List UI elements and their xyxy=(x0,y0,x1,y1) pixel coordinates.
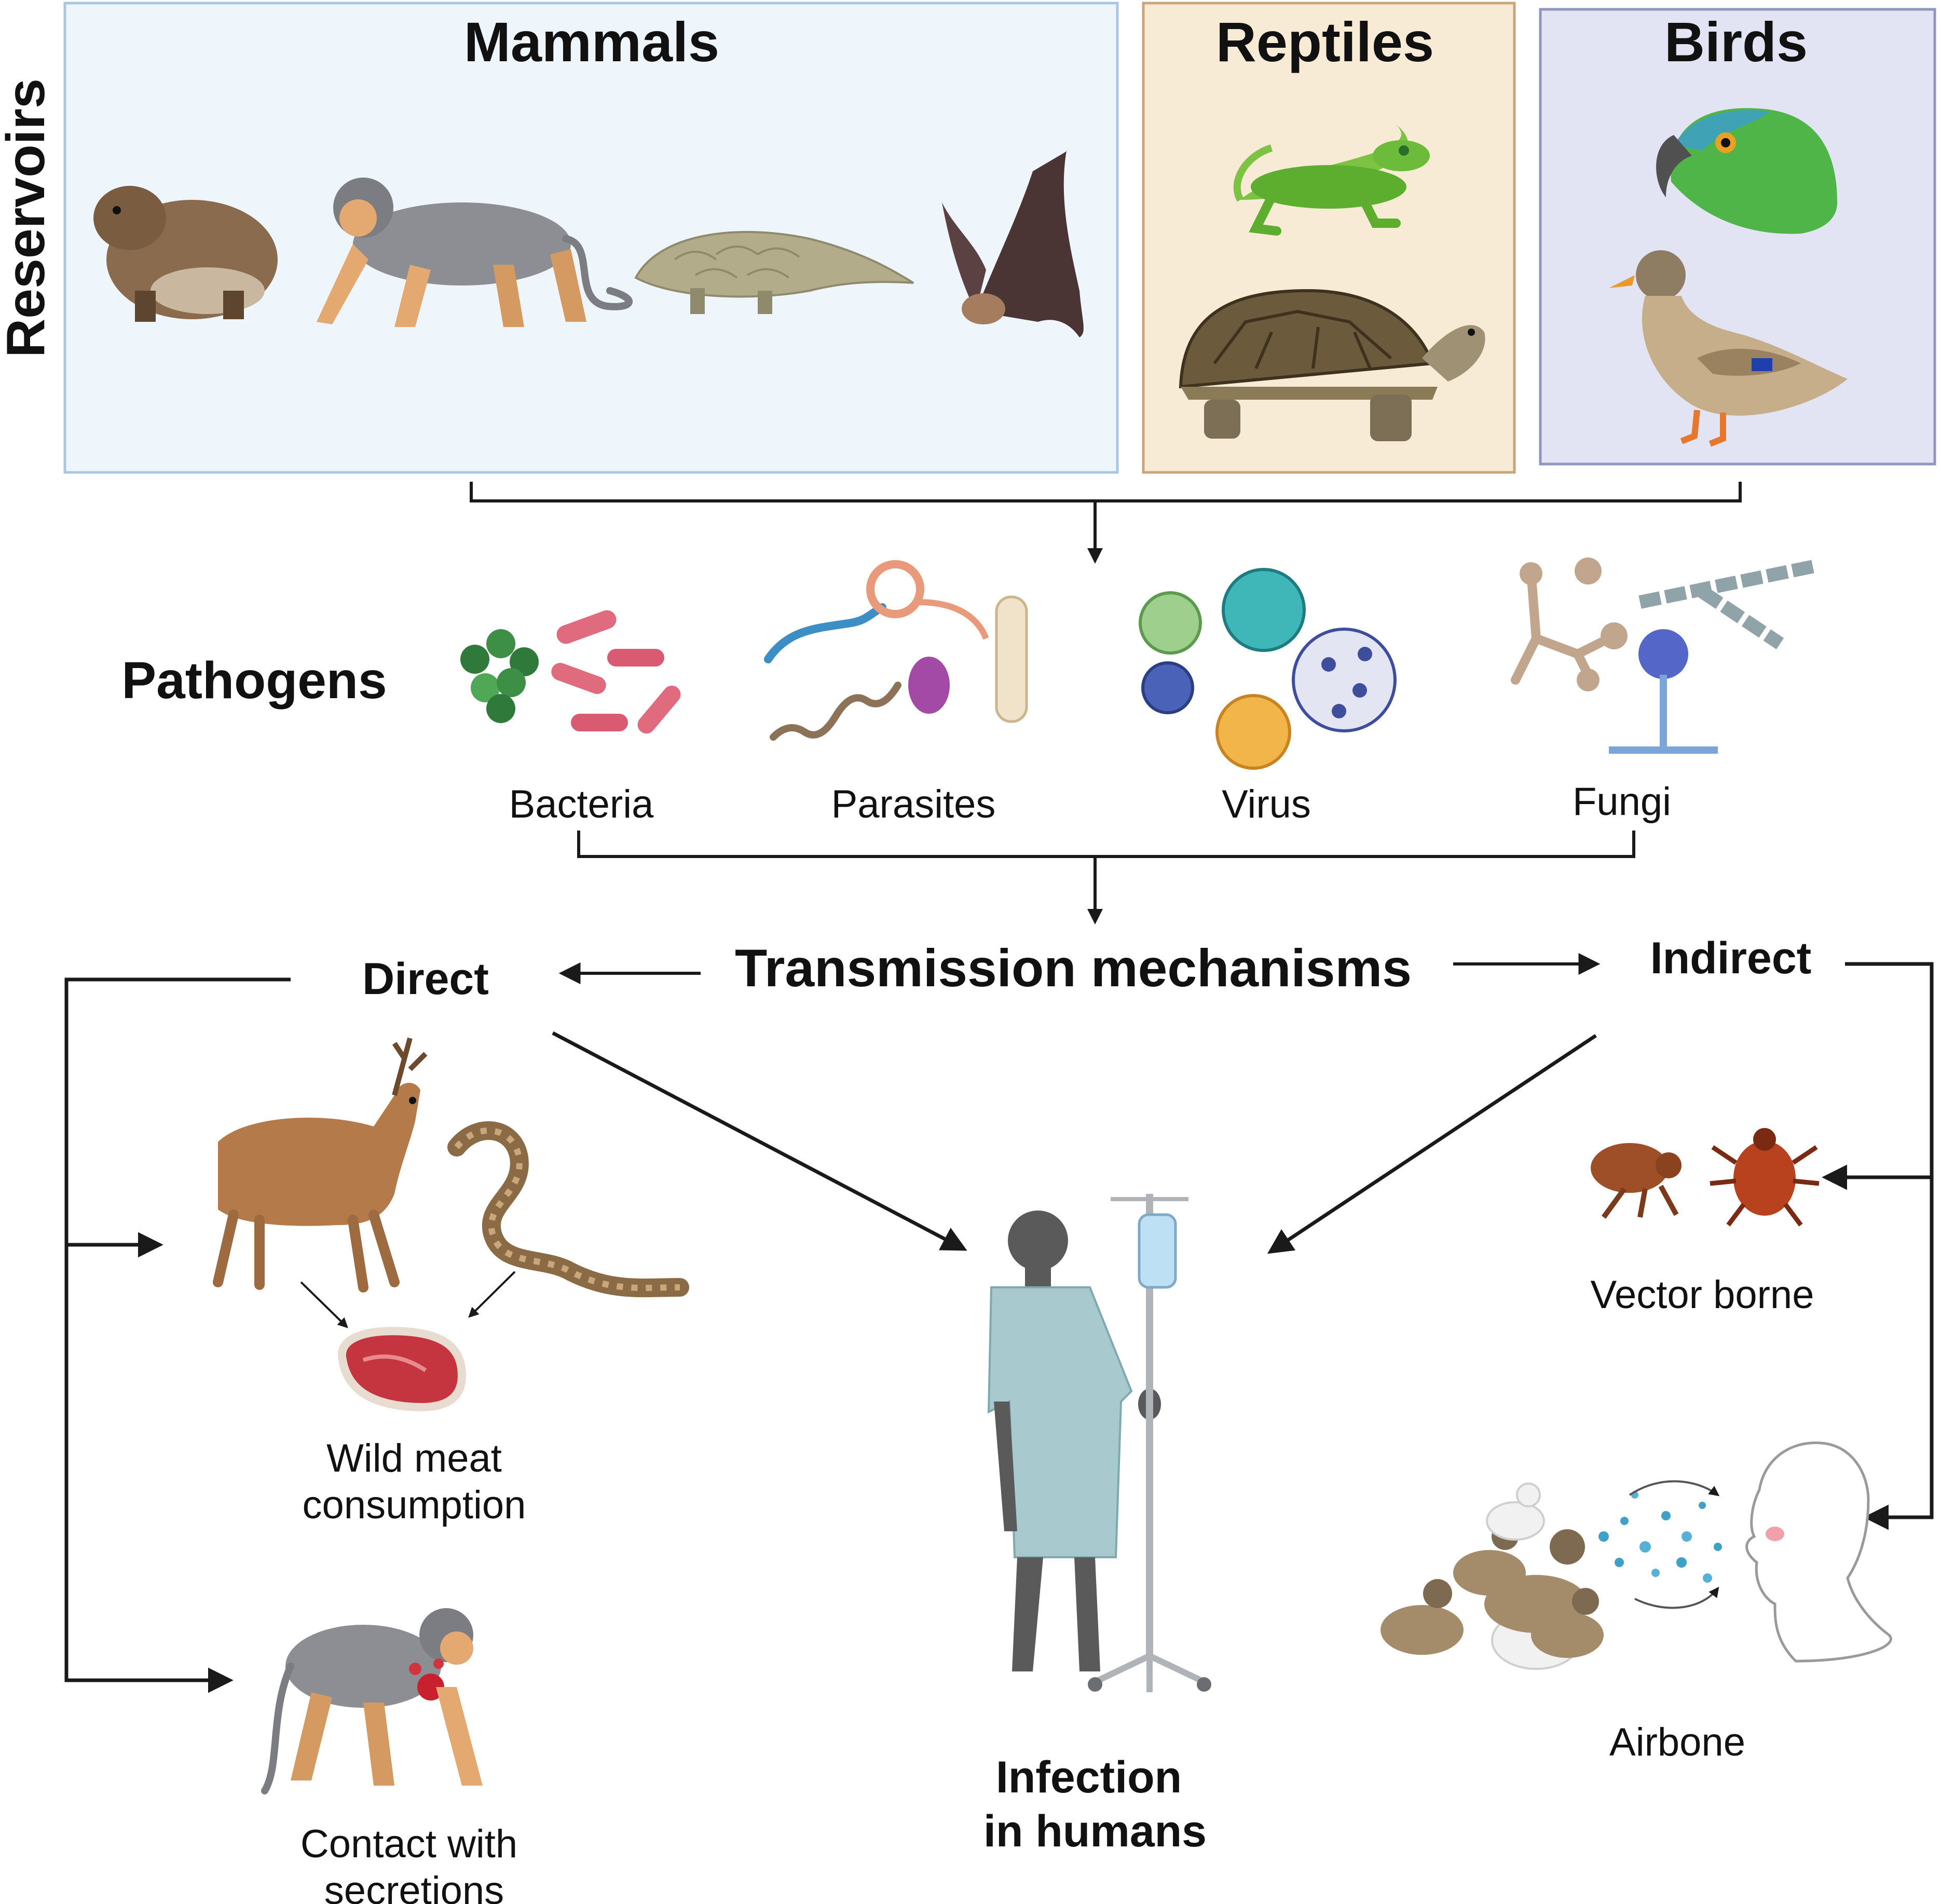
pangolin-icon xyxy=(634,230,914,314)
monkey-secretions-icon xyxy=(261,1608,483,1794)
direct-to-human-arrow xyxy=(552,1031,967,1251)
mammals-title: Mammals xyxy=(464,10,719,73)
airborne-label: Airbone xyxy=(1609,1720,1745,1764)
indirect-label: Indirect xyxy=(1650,933,1812,983)
tick-icon xyxy=(1710,1128,1820,1227)
parrot-icon xyxy=(1656,108,1837,234)
flea-icon xyxy=(1591,1143,1682,1219)
duck-icon xyxy=(1609,250,1848,447)
virus-icon xyxy=(1139,568,1397,770)
infection-label-line2: in humans xyxy=(983,1806,1207,1856)
reptiles-panel xyxy=(1142,2,1516,474)
reptiles-title: Reptiles xyxy=(1216,10,1434,73)
wild-meat-label-line1: Wild meat xyxy=(326,1436,502,1480)
fungi-label: Fungi xyxy=(1573,780,1671,824)
airborne-particles-icon xyxy=(1598,1480,1722,1609)
virus-label: Virus xyxy=(1222,782,1311,826)
contact-label-line1: Contact with xyxy=(300,1822,517,1866)
meat-icon xyxy=(337,1327,467,1411)
direct-label: Direct xyxy=(362,954,489,1004)
contact-label-line2: secretions xyxy=(324,1869,504,1904)
wild-meat-label-line2: consumption xyxy=(303,1483,526,1527)
snake-to-meat-arrow xyxy=(468,1271,516,1318)
fungi-icon xyxy=(1511,557,1818,754)
transmission-title: Transmission mechanisms xyxy=(735,939,1412,998)
indirect-to-human-arrow xyxy=(1267,1034,1597,1254)
pathogens-connector xyxy=(577,831,1635,858)
reservoirs-label: Reservoirs xyxy=(0,78,56,358)
birds-title: Birds xyxy=(1664,10,1808,73)
hyrax-icon xyxy=(93,186,278,322)
bacteria-icon xyxy=(460,610,681,734)
infection-label-line1: Infection xyxy=(996,1752,1182,1802)
iv-stand-icon xyxy=(1088,1194,1211,1692)
lizard-icon xyxy=(1233,125,1430,236)
ducks-group-icon xyxy=(1380,1483,1604,1670)
deer-icon xyxy=(213,1037,428,1293)
snake-icon xyxy=(447,1121,689,1298)
pathogens-label: Pathogens xyxy=(121,651,387,710)
bacteria-label: Bacteria xyxy=(509,782,654,826)
reservoirs-connector xyxy=(470,482,1742,502)
deer-to-meat-arrow xyxy=(300,1281,348,1328)
parasites-icon xyxy=(764,560,1028,741)
indirect-bracket xyxy=(1845,962,1934,1530)
bat-icon xyxy=(942,151,1084,337)
tortoise-icon xyxy=(1179,289,1485,441)
vector-borne-label: Vector borne xyxy=(1591,1273,1814,1317)
human-head-icon xyxy=(1745,1441,1892,1663)
monkey-icon xyxy=(317,178,633,327)
direct-bracket xyxy=(64,977,291,1693)
parasites-label: Parasites xyxy=(831,782,996,826)
patient-icon xyxy=(987,1211,1161,1671)
